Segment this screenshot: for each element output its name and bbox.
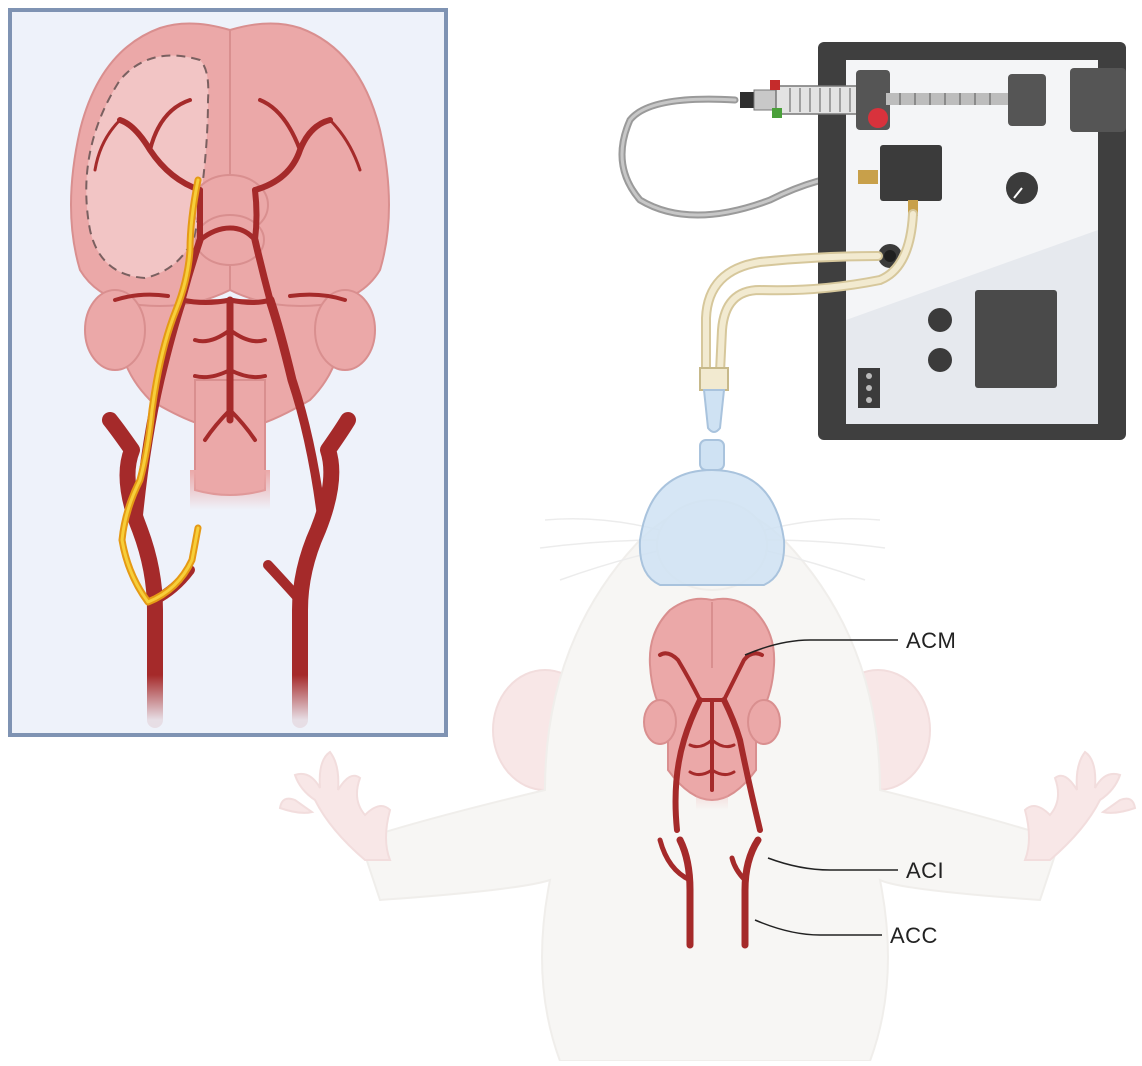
aci-label: ACI [906, 858, 944, 884]
pump-display [975, 290, 1057, 388]
rat-left-paw [280, 752, 390, 860]
tube-connector [700, 368, 728, 432]
inset-panel [10, 10, 446, 735]
control-button-bottom [928, 348, 952, 372]
nose-cone-mask [640, 440, 784, 585]
control-button-top [928, 308, 952, 332]
rat-right-paw [1025, 752, 1135, 860]
acm-label: ACM [906, 628, 956, 654]
acc-label: ACC [890, 923, 938, 949]
anesthesia-pump [622, 42, 1126, 440]
